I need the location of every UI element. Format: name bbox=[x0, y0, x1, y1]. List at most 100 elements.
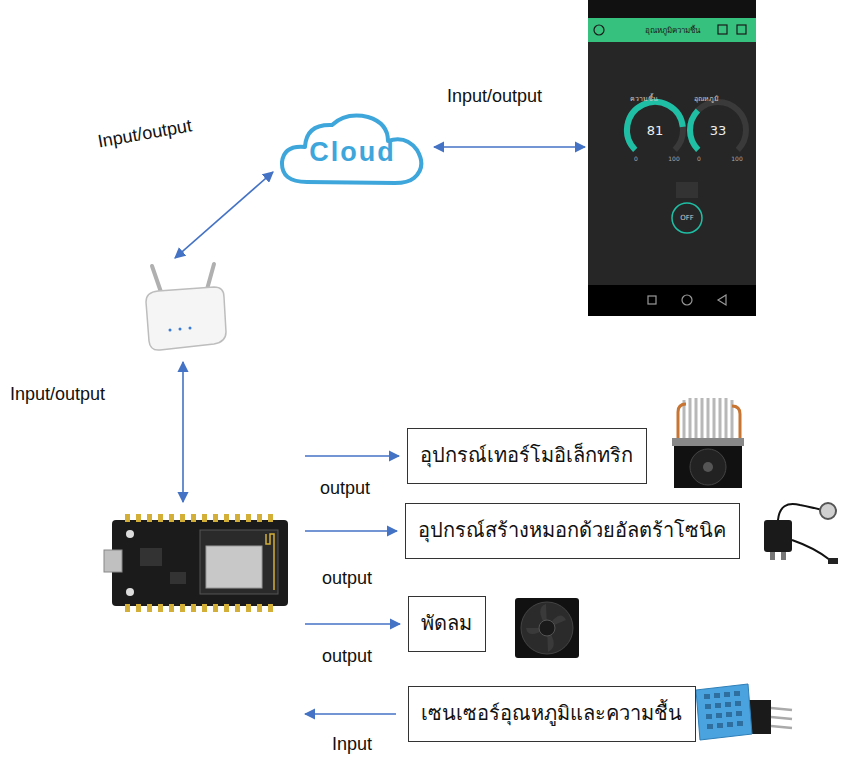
pin bbox=[268, 604, 273, 612]
connector-arrow bbox=[175, 172, 273, 258]
back-icon bbox=[594, 25, 604, 35]
gauge-min: 0 bbox=[634, 155, 638, 162]
vent bbox=[707, 724, 713, 729]
heatsink-fins bbox=[684, 398, 732, 440]
edge-label: Input bbox=[330, 734, 374, 755]
app-bar bbox=[588, 18, 756, 42]
gauge-value bbox=[690, 111, 698, 150]
pin bbox=[224, 514, 229, 522]
switch-button bbox=[672, 203, 702, 233]
process-box: พัดลม bbox=[408, 596, 486, 652]
pin bbox=[136, 604, 141, 612]
vent bbox=[725, 702, 731, 707]
gauge-track bbox=[627, 102, 683, 150]
process-box: อุปกรณ์สร้างหมอกด้วยอัลตร้าโซนิค bbox=[405, 503, 740, 559]
nav-icon bbox=[682, 295, 692, 305]
phone-illustration bbox=[588, 0, 756, 316]
pin bbox=[246, 604, 251, 612]
vent bbox=[737, 721, 743, 726]
pcb-antenna bbox=[266, 534, 274, 590]
cold-plate bbox=[672, 438, 744, 446]
pin bbox=[125, 604, 130, 612]
fan-hub bbox=[539, 620, 555, 636]
phone-dashboard: อุณหภูมิความชื้นความชื้น810100อุณหภูมิ33… bbox=[588, 0, 756, 316]
phone-screen bbox=[588, 0, 756, 316]
sensor-housing bbox=[696, 684, 752, 740]
box-label: พัดลม bbox=[421, 611, 473, 635]
cooling-fan bbox=[674, 446, 742, 488]
led bbox=[169, 329, 172, 332]
switch-label: OFF bbox=[680, 214, 694, 222]
chip bbox=[140, 548, 162, 566]
connector-arrow bbox=[305, 530, 397, 532]
dht-sensor-illustration bbox=[696, 684, 792, 740]
nav-icon bbox=[648, 296, 656, 304]
plug-pin bbox=[770, 552, 775, 560]
vent bbox=[726, 712, 732, 717]
usb-port bbox=[104, 550, 122, 572]
vent bbox=[705, 704, 711, 709]
vent bbox=[735, 701, 741, 706]
pin bbox=[224, 604, 229, 612]
pin bbox=[257, 514, 262, 522]
edge-label: Input/output bbox=[8, 384, 107, 405]
edge-label: Input/output bbox=[94, 115, 195, 153]
pin bbox=[180, 604, 185, 612]
vent bbox=[724, 692, 730, 697]
pin bbox=[136, 514, 141, 522]
router-body bbox=[146, 287, 226, 350]
nav-icon bbox=[718, 295, 726, 305]
pin bbox=[257, 604, 262, 612]
vent bbox=[727, 722, 733, 727]
fan-frame bbox=[515, 598, 579, 658]
pin bbox=[158, 604, 163, 612]
mist-disc bbox=[820, 503, 836, 519]
gauge-value bbox=[627, 102, 683, 150]
pin bbox=[180, 514, 185, 522]
edge-label: output bbox=[318, 478, 372, 499]
vent-grid bbox=[704, 691, 743, 729]
sensor-pins bbox=[771, 708, 792, 728]
nodemcu-illustration bbox=[104, 514, 288, 612]
button bbox=[126, 530, 134, 538]
gauge-max: 100 bbox=[668, 155, 679, 162]
pin bbox=[235, 514, 240, 522]
pin bbox=[246, 514, 251, 522]
pin bbox=[169, 514, 174, 522]
edge-label: output bbox=[320, 646, 374, 667]
vent bbox=[706, 714, 712, 719]
pin bbox=[202, 514, 207, 522]
pin bbox=[213, 514, 218, 522]
connector bbox=[828, 558, 838, 564]
box-label: อุปกรณ์เทอร์โมอิเล็กทริก bbox=[420, 443, 634, 467]
pin bbox=[268, 514, 273, 522]
fan-blades bbox=[521, 602, 573, 654]
fan-blades bbox=[690, 449, 726, 485]
pin bbox=[213, 604, 218, 612]
pin bbox=[191, 604, 196, 612]
box-label: เซนเซอร์อุณหภูมิและความชื้น bbox=[421, 701, 683, 725]
pin bbox=[169, 604, 174, 612]
gauge-label: ความชื้น bbox=[630, 93, 658, 104]
led bbox=[179, 328, 182, 331]
chip bbox=[170, 572, 186, 584]
vent bbox=[714, 693, 720, 698]
pin bbox=[147, 514, 152, 522]
pin bbox=[235, 604, 240, 612]
shield-can bbox=[206, 546, 262, 588]
cloud-node: Cloud bbox=[275, 110, 430, 188]
vent bbox=[715, 703, 721, 708]
pin-row bbox=[125, 514, 273, 612]
process-box: อุปกรณ์เทอร์โมอิเล็กทริก bbox=[407, 428, 647, 484]
vent bbox=[717, 723, 723, 728]
edge-label: Input/output bbox=[445, 86, 544, 107]
vent bbox=[736, 711, 742, 716]
microcontroller-node bbox=[104, 512, 292, 612]
power-adapter bbox=[764, 520, 792, 552]
app-icon bbox=[718, 25, 727, 34]
thermoelectric-illustration bbox=[672, 398, 744, 488]
connector-arrow bbox=[305, 713, 396, 715]
connector-arrow bbox=[305, 455, 399, 457]
led bbox=[189, 327, 192, 330]
pin bbox=[147, 604, 152, 612]
